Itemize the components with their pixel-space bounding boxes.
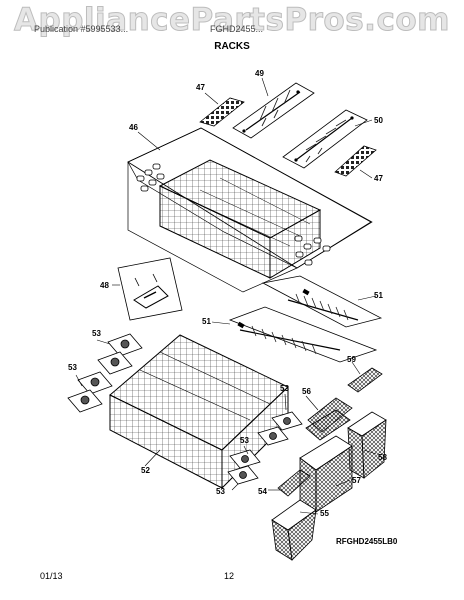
callout-53-left-bottom: 53 [68, 363, 77, 372]
section-title: RACKS [214, 41, 250, 52]
callout-47-upper: 47 [196, 83, 205, 92]
callout-51-upper: 51 [374, 291, 383, 300]
part-55-basket [271, 499, 317, 561]
part-53-wheels-right [227, 411, 303, 485]
callout-56: 56 [302, 387, 311, 396]
part-47-upper-clip [199, 97, 245, 127]
callout-53-left-top: 53 [92, 329, 101, 338]
callout-59: 59 [347, 355, 356, 364]
part-48-box [117, 257, 183, 321]
callout-50: 50 [374, 116, 383, 125]
part-53-wheels-left [67, 333, 143, 413]
part-52-lower-rack [109, 334, 289, 490]
part-50-tine-row [282, 109, 368, 169]
part-49-tine-row [232, 82, 315, 139]
part-51-upper-tine-panel [261, 275, 383, 328]
part-47-lower-clip [334, 145, 377, 177]
callout-55: 55 [320, 509, 329, 518]
callout-57: 57 [352, 476, 361, 485]
part-57-basket [299, 435, 353, 513]
part-46-upper-rack [158, 159, 322, 279]
callout-48: 48 [100, 281, 109, 290]
footer-date: 01/13 [40, 571, 63, 581]
part-46-roller-clips [136, 163, 331, 266]
header-model: FGHD2455... [210, 24, 264, 34]
part-59-clip [347, 367, 383, 393]
callout-58: 58 [378, 453, 387, 462]
page-number: 12 [224, 571, 235, 581]
part-56-divider [305, 397, 353, 441]
part-58-basket [347, 411, 387, 479]
callout-46: 46 [129, 123, 138, 132]
callout-47-lower: 47 [374, 174, 383, 183]
callout-53-right-bottom: 53 [216, 487, 225, 496]
callout-51-lower: 51 [202, 317, 211, 326]
callout-49: 49 [255, 69, 264, 78]
part-51-lower-tine-panel [228, 306, 378, 363]
callout-54: 54 [258, 487, 267, 496]
diagram-code: RFGHD2455LB0 [336, 537, 398, 546]
header-publication: Publication #5995533... [34, 24, 129, 34]
callout-53-right-top: 53 [280, 384, 289, 393]
part-54-clip [277, 469, 311, 497]
callout-53-right-middle: 53 [240, 436, 249, 445]
callout-52: 52 [141, 466, 150, 475]
